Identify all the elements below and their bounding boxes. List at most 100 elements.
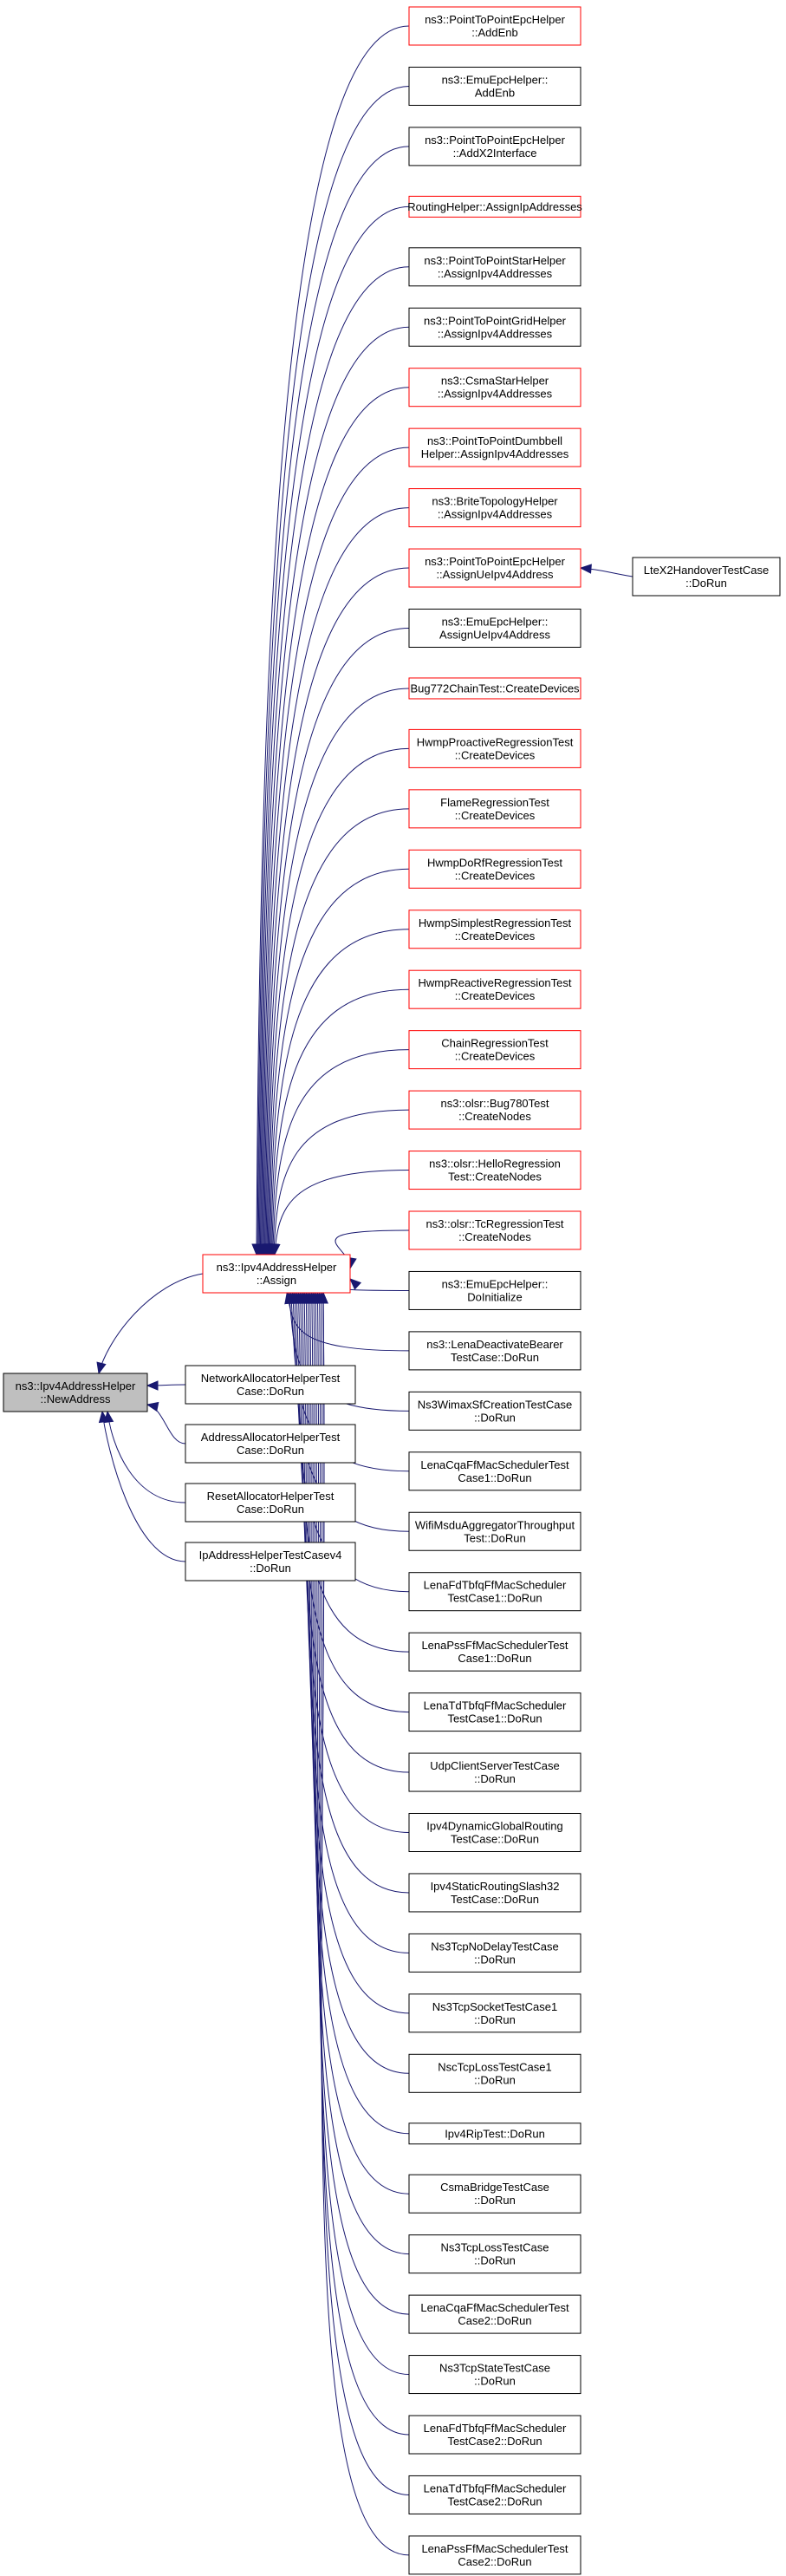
- node-label-line: TestCase::DoRun: [451, 1351, 539, 1364]
- node-label-line: HwmpReactiveRegressionTest: [418, 976, 571, 989]
- node-a21[interactable]: ns3::olsr::TcRegressionTest::CreateNodes: [408, 1210, 581, 1250]
- node-label-line: ::CreateDevices: [455, 929, 536, 942]
- node-a22[interactable]: ns3::EmuEpcHelper::DoInitialize: [408, 1270, 581, 1310]
- node-box: [408, 2415, 581, 2455]
- node-a14[interactable]: FlameRegressionTest::CreateDevices: [408, 789, 581, 829]
- node-label-line: ::DoRun: [250, 1562, 291, 1575]
- node-label-line: ::DoRun: [474, 1772, 516, 1785]
- node-a18[interactable]: ChainRegressionTest::CreateDevices: [408, 1030, 581, 1070]
- node-a13[interactable]: HwmpProactiveRegressionTest::CreateDevic…: [408, 728, 581, 768]
- node-label-line: ns3::LenaDeactivateBearer: [426, 1338, 563, 1351]
- node-label-line: UdpClientServerTestCase: [430, 1759, 560, 1772]
- node-a09[interactable]: ns3::BriteTopologyHelper::AssignIpv4Addr…: [408, 488, 581, 528]
- node-label-line: ::NewAddress: [41, 1392, 111, 1405]
- node-a16[interactable]: HwmpSimplestRegressionTest::CreateDevice…: [408, 910, 581, 949]
- node-label-line: Ns3WimaxSfCreationTestCase: [418, 1398, 572, 1411]
- node-r4[interactable]: IpAddressHelperTestCasev4::DoRun: [185, 1542, 356, 1581]
- node-a01[interactable]: ns3::PointToPointEpcHelper::AddEnb: [408, 6, 581, 46]
- node-a35[interactable]: NscTcpLossTestCase1::DoRun: [408, 2053, 581, 2093]
- node-label-line: DoInitialize: [467, 1290, 523, 1303]
- node-label-line: ::DoRun: [474, 2013, 516, 2026]
- node-root[interactable]: ns3::Ipv4AddressHelper::NewAddress: [3, 1373, 148, 1412]
- node-label-line: ns3::CsmaStarHelper: [441, 375, 549, 388]
- node-assign[interactable]: ns3::Ipv4AddressHelper::Assign: [202, 1254, 351, 1294]
- edge-a12-to-assign: [262, 688, 410, 1256]
- edge-line: [259, 266, 410, 1255]
- node-label-line: ::DoRun: [474, 2375, 516, 2388]
- edge-line: [146, 1404, 186, 1445]
- node-label-line: Ns3TcpStateTestCase: [439, 2362, 550, 2375]
- node-a04[interactable]: RoutingHelper::AssignIpAddresses: [407, 195, 582, 218]
- node-a12[interactable]: Bug772ChainTest::CreateDevices: [408, 677, 581, 700]
- node-a03[interactable]: ns3::PointToPointEpcHelper::AddX2Interfa…: [408, 127, 581, 166]
- node-a02[interactable]: ns3::EmuEpcHelper::AddEnb: [408, 66, 581, 106]
- node-box: [408, 368, 581, 408]
- edge-line: [268, 808, 410, 1255]
- edge-r1-to-root: [146, 1380, 186, 1391]
- node-box: [408, 1993, 581, 2033]
- node-a19[interactable]: ns3::olsr::Bug780Test::CreateNodes: [408, 1090, 581, 1130]
- node-box: [408, 6, 581, 46]
- node-a07[interactable]: ns3::CsmaStarHelper::AssignIpv4Addresses: [408, 368, 581, 408]
- nodes-layer: ns3::Ipv4AddressHelper::NewAddress ns3::I…: [3, 6, 781, 2575]
- node-label-line: ::AddEnb: [471, 26, 518, 39]
- node-label-line: Case::DoRun: [237, 1385, 304, 1398]
- node-label-line: Ipv4DynamicGlobalRouting: [426, 1820, 563, 1833]
- edge-a41-to-assign: [316, 1291, 410, 2436]
- edge-line: [258, 205, 410, 1255]
- node-a33[interactable]: Ns3TcpNoDelayTestCase::DoRun: [408, 1933, 581, 1973]
- node-label-line: ns3::PointToPointGridHelper: [424, 314, 567, 327]
- node-label-line: LenaFdTbfqFfMacScheduler: [424, 2422, 567, 2435]
- node-a36[interactable]: Ipv4RipTest::DoRun: [408, 2123, 581, 2145]
- node-box: [408, 2475, 581, 2514]
- node-a08[interactable]: ns3::PointToPointDumbbellHelper::AssignI…: [408, 427, 581, 467]
- node-a20[interactable]: ns3::olsr::HelloRegressionTest::CreateNo…: [408, 1151, 581, 1190]
- node-box: [408, 1451, 581, 1491]
- node-a38[interactable]: Ns3TcpLossTestCase::DoRun: [408, 2234, 581, 2274]
- node-label-line: ns3::PointToPointEpcHelper: [425, 13, 566, 26]
- node-box: [185, 1424, 356, 1464]
- node-a15[interactable]: HwmpDoRfRegressionTest::CreateDevices: [408, 849, 581, 889]
- node-label-line: ::CreateDevices: [455, 748, 536, 761]
- edge-line: [266, 688, 410, 1255]
- node-a05[interactable]: ns3::PointToPointStarHelper::AssignIpv4A…: [408, 247, 581, 287]
- node-label-line: ::DoRun: [474, 2073, 516, 2086]
- node-box: [408, 427, 581, 467]
- edge-a43-to-assign: [318, 1291, 410, 2556]
- node-a24[interactable]: Ns3WimaxSfCreationTestCase::DoRun: [408, 1391, 581, 1431]
- node-a37[interactable]: CsmaBridgeTestCase::DoRun: [408, 2174, 581, 2214]
- node-lte[interactable]: LteX2HandoverTestCase::DoRun: [632, 557, 781, 597]
- node-label-line: LenaCqaFfMacSchedulerTest: [420, 2301, 569, 2314]
- node-label-line: Case::DoRun: [237, 1503, 304, 1516]
- node-a17[interactable]: HwmpReactiveRegressionTest::CreateDevice…: [408, 969, 581, 1009]
- node-a06[interactable]: ns3::PointToPointGridHelper::AssignIpv4A…: [408, 307, 581, 347]
- node-a10[interactable]: ns3::PointToPointEpcHelper::AssignUeIpv4…: [408, 548, 581, 588]
- edge-arrowhead: [349, 1278, 362, 1290]
- node-a30[interactable]: UdpClientServerTestCase::DoRun: [408, 1752, 581, 1792]
- node-a34[interactable]: Ns3TcpSocketTestCase1::DoRun: [408, 1993, 581, 2033]
- node-label-line: TestCase2::DoRun: [447, 2435, 542, 2448]
- node-a11[interactable]: ns3::EmuEpcHelper::AssignUeIpv4Address: [408, 609, 581, 648]
- node-label-line: LteX2HandoverTestCase: [644, 564, 770, 577]
- node-a40[interactable]: Ns3TcpStateTestCase::DoRun: [408, 2355, 581, 2395]
- node-label-line: NscTcpLossTestCase1: [438, 2060, 552, 2073]
- edge-line: [257, 85, 410, 1255]
- edge-line: [309, 1292, 410, 2074]
- node-label-line: LenaTdTbfqFfMacScheduler: [424, 2481, 567, 2494]
